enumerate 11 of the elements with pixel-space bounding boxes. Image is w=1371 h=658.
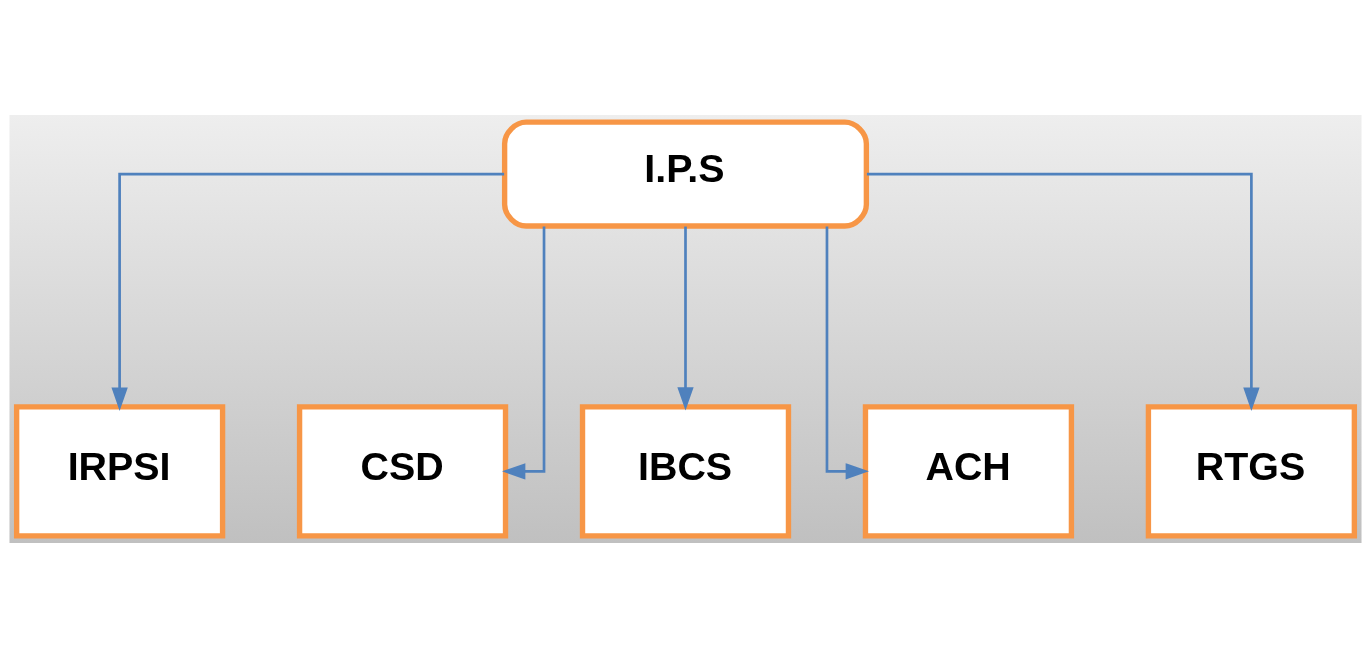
- node-box: CSD: [296, 404, 509, 539]
- node-box: I.P.S: [501, 119, 870, 229]
- arrow: [825, 226, 869, 480]
- node-box: IBCS: [579, 404, 792, 539]
- arrow: [866, 172, 1260, 411]
- arrow: [111, 172, 505, 411]
- arrow: [677, 226, 694, 411]
- node-box: RTGS: [1145, 404, 1358, 539]
- node-box: ACH: [862, 404, 1075, 539]
- arrow: [502, 226, 546, 480]
- node-box: IRPSI: [13, 404, 226, 539]
